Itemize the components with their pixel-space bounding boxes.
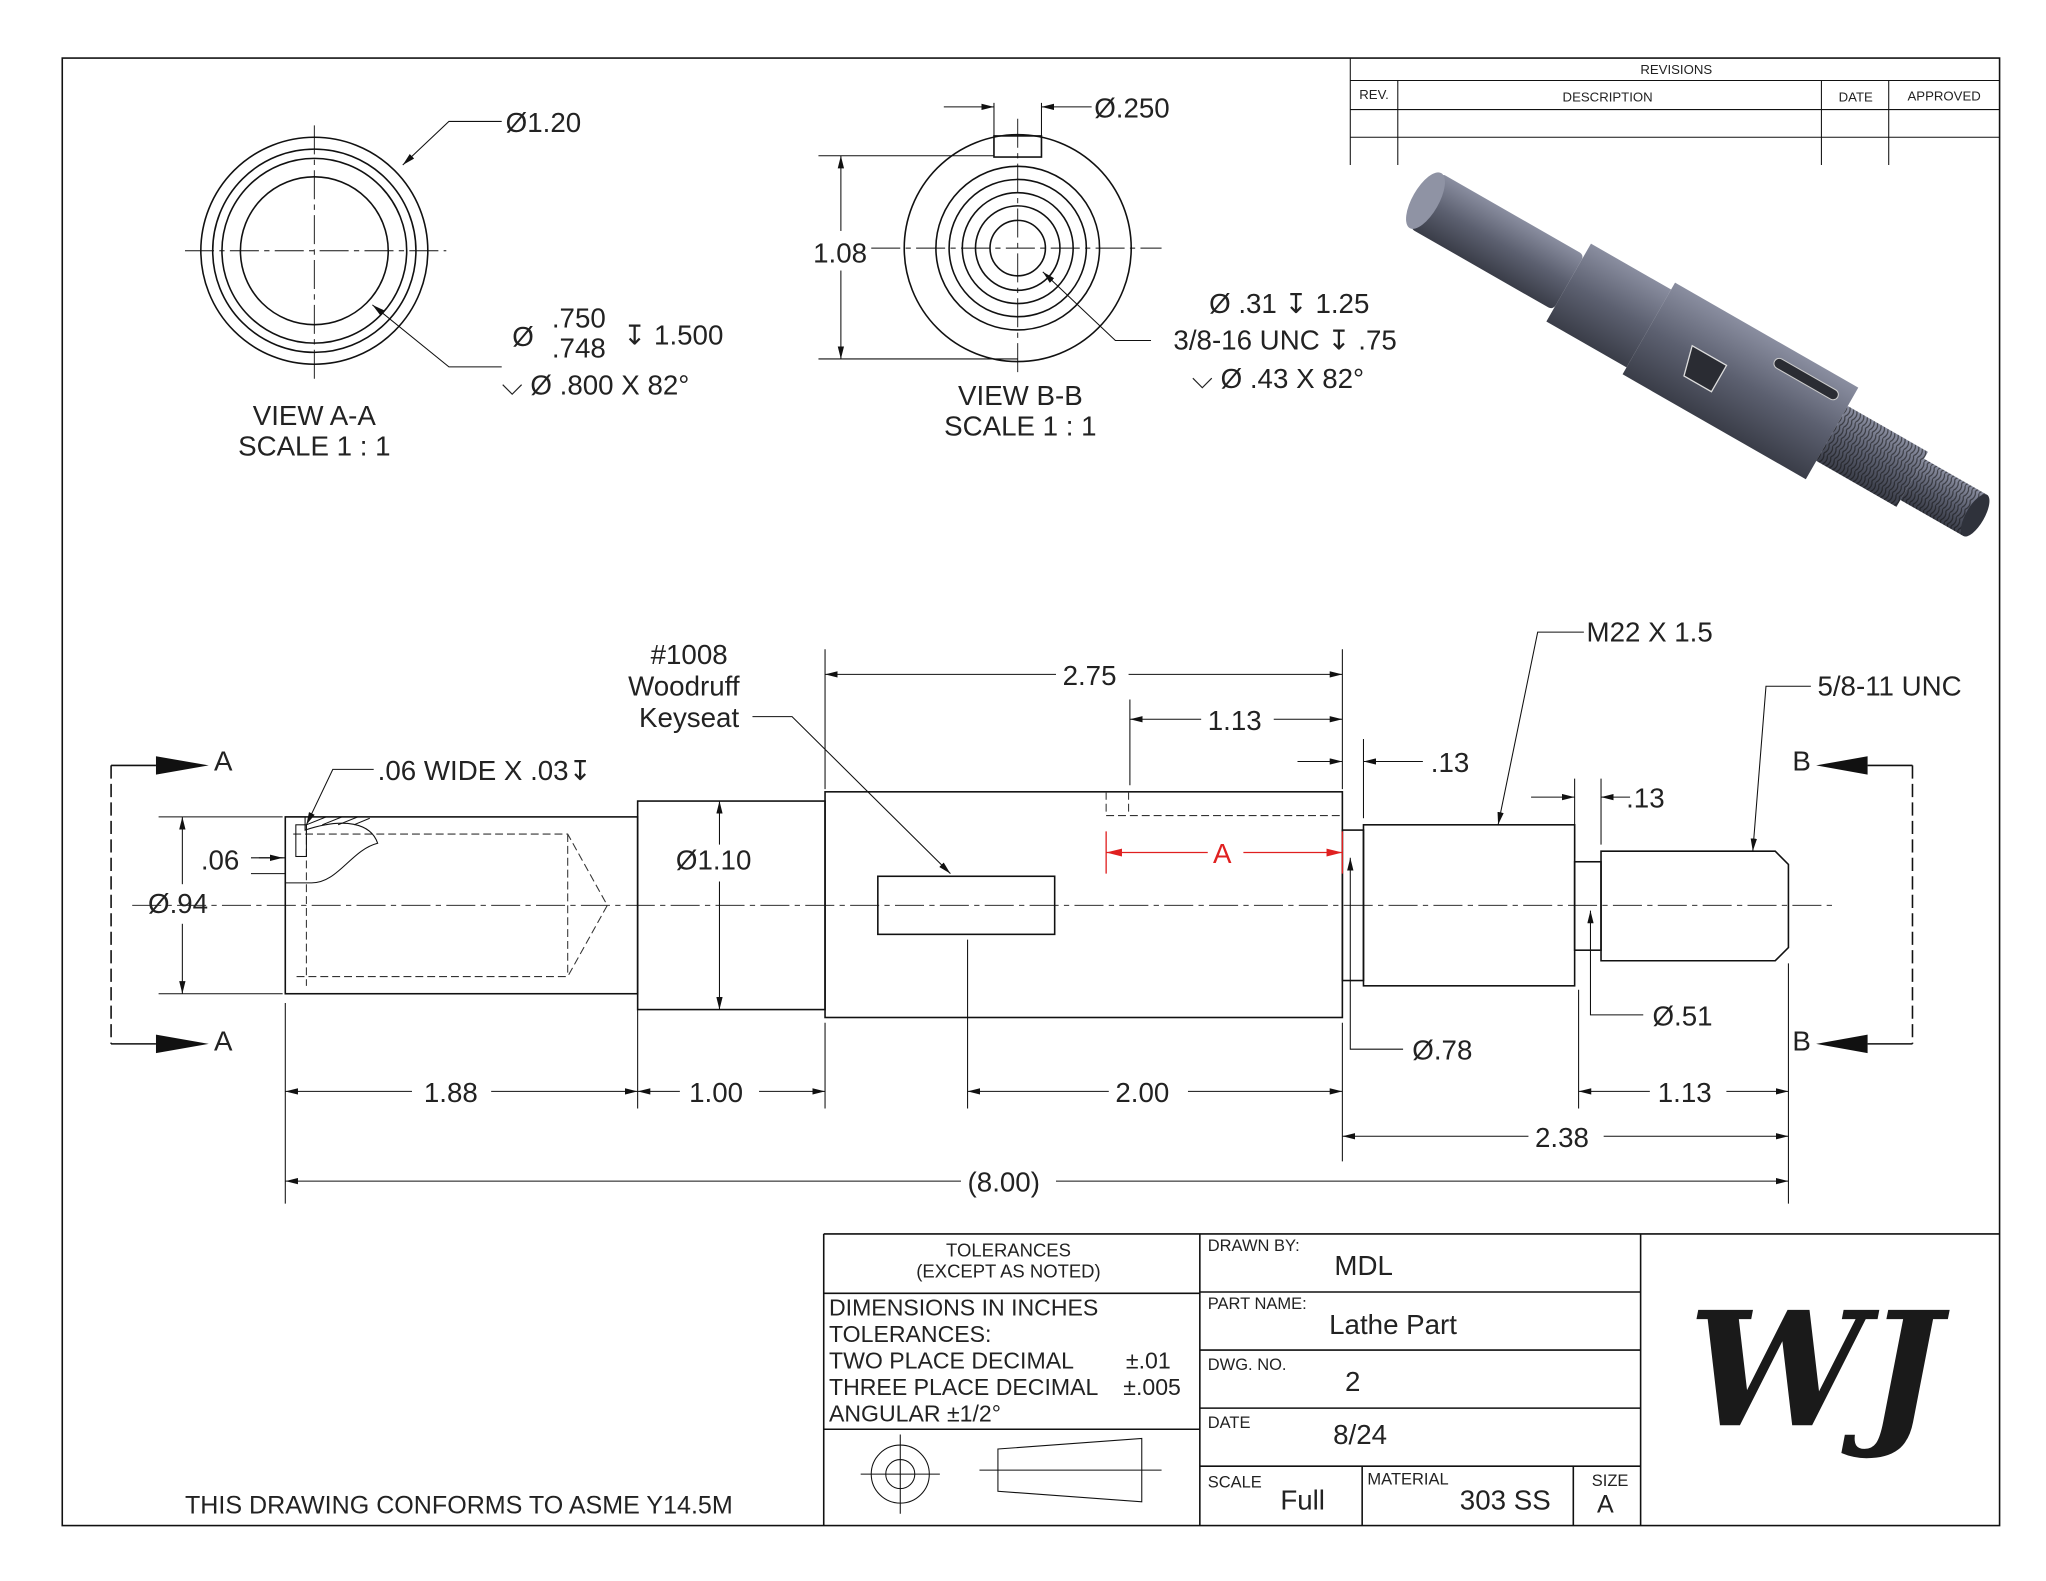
description-column-header: DESCRIPTION (1563, 90, 1653, 105)
dimensions: Ø.94 .06 Ø1.10 2.75 1.13 .13 .13 M22 X 1… (148, 616, 1962, 1204)
countersink-note: ⌵ Ø .800 X 82° (502, 370, 690, 401)
dia-51-dim: Ø.51 (1652, 1000, 1712, 1031)
overall-length-dim: (8.00) (968, 1167, 1040, 1198)
revisions-title: REVISIONS (1640, 62, 1712, 77)
third-angle-projection-symbol (860, 1434, 1162, 1514)
height-dim: 1.08 (813, 238, 867, 269)
len-188-dim: 1.88 (424, 1077, 478, 1108)
scale-value: Full (1280, 1485, 1325, 1516)
tol-line-1: DIMENSIONS IN INCHES (829, 1295, 1098, 1321)
section-b-label-bottom: B (1792, 1025, 1810, 1056)
groove-width-dim: .06 (201, 845, 240, 876)
view-b-title: VIEW B-B (958, 380, 1083, 411)
len-238-dim: 2.38 (1535, 1122, 1589, 1153)
len-100-dim: 1.00 (689, 1077, 743, 1108)
bore-lower-limit: .748 (552, 333, 606, 364)
view-a-a: Ø1.20 Ø .750 .748 ↧ 1.500 ⌵ Ø .800 X 82°… (184, 107, 723, 461)
company-logo: WJ (1688, 1277, 1950, 1463)
date-label: DATE (1208, 1414, 1251, 1432)
rev-column-header: REV. (1359, 87, 1389, 102)
dwg-no-value: 2 (1345, 1366, 1360, 1397)
date-column-header: DATE (1839, 90, 1873, 105)
len-113-bottom-dim: 1.13 (1658, 1077, 1712, 1108)
len-113-top-dim: 1.13 (1208, 705, 1262, 736)
countersink-note-b: ⌵ Ø .43 X 82° (1192, 363, 1364, 394)
size-value: A (1597, 1490, 1614, 1518)
revisions-table: REVISIONS REV. DESCRIPTION DATE APPROVED (1349, 58, 2000, 165)
date-value: 8/24 (1333, 1419, 1387, 1450)
bore-diameter-symbol: Ø (512, 321, 534, 352)
tol-three-place-value: ±.005 (1123, 1374, 1181, 1400)
isometric-shaft-render (1406, 172, 1990, 537)
conformance-note: THIS DRAWING CONFORMS TO ASME Y14.5M (185, 1492, 733, 1520)
sheet-border (61, 57, 2001, 1527)
groove-note: .06 WIDE X .03↧ (378, 755, 592, 786)
view-a-title: VIEW A-A (253, 400, 377, 431)
material-value: 303 SS (1460, 1485, 1551, 1516)
drill-note: Ø .31 ↧ 1.25 (1209, 288, 1369, 319)
key-width-dim: Ø.250 (1094, 92, 1169, 123)
dia-94-dim: Ø.94 (148, 888, 208, 919)
section-a-label-top: A (214, 746, 233, 777)
tol-line-4: THREE PLACE DECIMAL (829, 1374, 1098, 1400)
thread-58-note: 5/8-11 UNC (1817, 670, 1961, 701)
tol-two-place-value: ±.01 (1126, 1348, 1171, 1374)
unc-thread (1600, 850, 1790, 962)
section-b-label-top: B (1792, 746, 1810, 777)
len-200-dim: 2.00 (1115, 1077, 1169, 1108)
main-view: A A B B #1008 Woodruff Keyseat .06 WIDE … (110, 616, 1962, 1204)
scale-label: SCALE (1208, 1473, 1262, 1491)
part-name-value: Lathe Part (1329, 1309, 1457, 1340)
tol-line-5: ANGULAR ±1/2° (829, 1400, 1001, 1426)
view-b-b: Ø.250 1.08 Ø .31 ↧ 1.25 3/8-16 UNC ↧ .75… (813, 92, 1397, 441)
len-275-dim: 2.75 (1063, 660, 1117, 691)
drawn-by-value: MDL (1334, 1250, 1393, 1281)
tolerances-title: TOLERANCES (946, 1239, 1071, 1260)
section-a-label-bottom: A (214, 1025, 233, 1056)
material-label: MATERIAL (1367, 1471, 1448, 1489)
len-13-b-dim: .13 (1626, 783, 1665, 814)
detail-a-marker: A (1213, 838, 1232, 869)
outer-diameter-dim: Ø1.20 (506, 107, 581, 138)
dia-110-dim: Ø1.10 (676, 845, 751, 876)
tap-note: 3/8-16 UNC ↧ .75 (1173, 325, 1396, 356)
len-13-a-dim: .13 (1431, 747, 1470, 778)
thread-m22-note: M22 X 1.5 (1587, 616, 1713, 647)
title-block: TOLERANCES (EXCEPT AS NOTED) DIMENSIONS … (822, 1233, 2000, 1526)
dwg-no-label: DWG. NO. (1208, 1356, 1287, 1374)
dia-78-dim: Ø.78 (1412, 1035, 1472, 1066)
tolerances-subtitle: (EXCEPT AS NOTED) (916, 1260, 1100, 1281)
bore-upper-limit: .750 (552, 302, 606, 333)
keyseat-note-line3: Keyseat (639, 702, 739, 733)
tol-line-2: TOLERANCES: (829, 1321, 991, 1347)
keyseat-note-line2: Woodruff (628, 670, 740, 701)
view-b-scale: SCALE 1 : 1 (944, 411, 1096, 442)
drawn-by-label: DRAWN BY: (1208, 1237, 1300, 1255)
approved-column-header: APPROVED (1908, 88, 1981, 103)
tol-line-3: TWO PLACE DECIMAL (829, 1348, 1074, 1374)
keyseat-note-line1: #1008 (651, 639, 728, 670)
part-name-label: PART NAME: (1208, 1295, 1307, 1313)
view-a-scale: SCALE 1 : 1 (238, 430, 390, 461)
bore-depth: ↧ 1.500 (623, 319, 723, 350)
size-label: SIZE (1592, 1472, 1629, 1490)
woodruff-keyseat (877, 875, 1056, 936)
